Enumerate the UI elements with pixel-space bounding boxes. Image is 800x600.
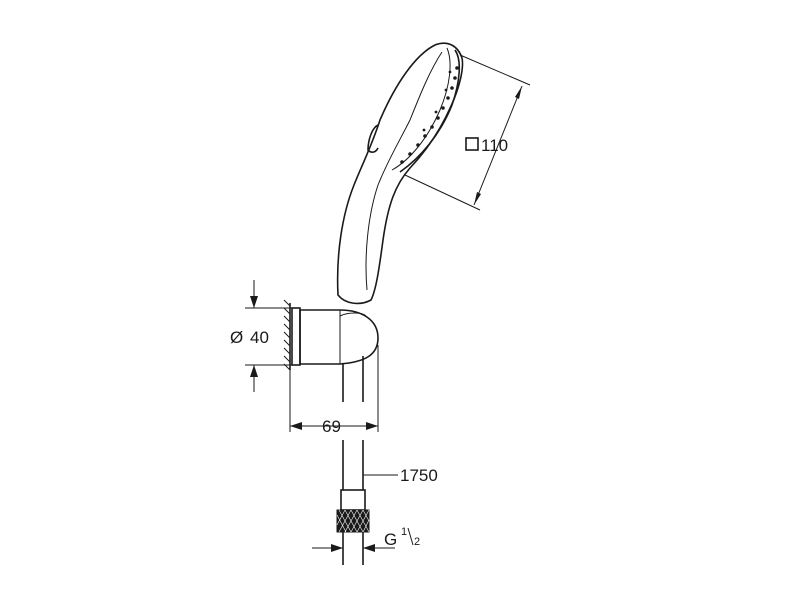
hose-length-label: 1750 xyxy=(400,466,438,485)
shower-hose xyxy=(336,440,370,565)
square-symbol-icon xyxy=(465,137,479,151)
head-size-dimension: 110 xyxy=(404,54,531,211)
wall-holder xyxy=(283,299,379,402)
thread-prefix-label: G xyxy=(384,530,397,549)
holder-depth-label: 69 xyxy=(322,417,341,436)
head-size-label: 110 xyxy=(481,136,508,155)
wall-hatch xyxy=(283,299,291,371)
holder-diameter-label: 40 xyxy=(250,328,269,347)
holder-diameter-dimension: Ø 40 xyxy=(230,280,292,392)
hose-length-dimension: 1750 xyxy=(363,466,438,485)
thread-denominator-label: 2 xyxy=(414,536,420,548)
diameter-symbol-icon: Ø xyxy=(230,328,243,347)
thread-numerator-label: 1 xyxy=(401,526,407,538)
spray-nozzles xyxy=(400,66,459,164)
thread-dimension: G 1 2 xyxy=(312,526,420,552)
holder-depth-dimension: 69 xyxy=(289,345,379,436)
hand-shower xyxy=(336,42,464,305)
